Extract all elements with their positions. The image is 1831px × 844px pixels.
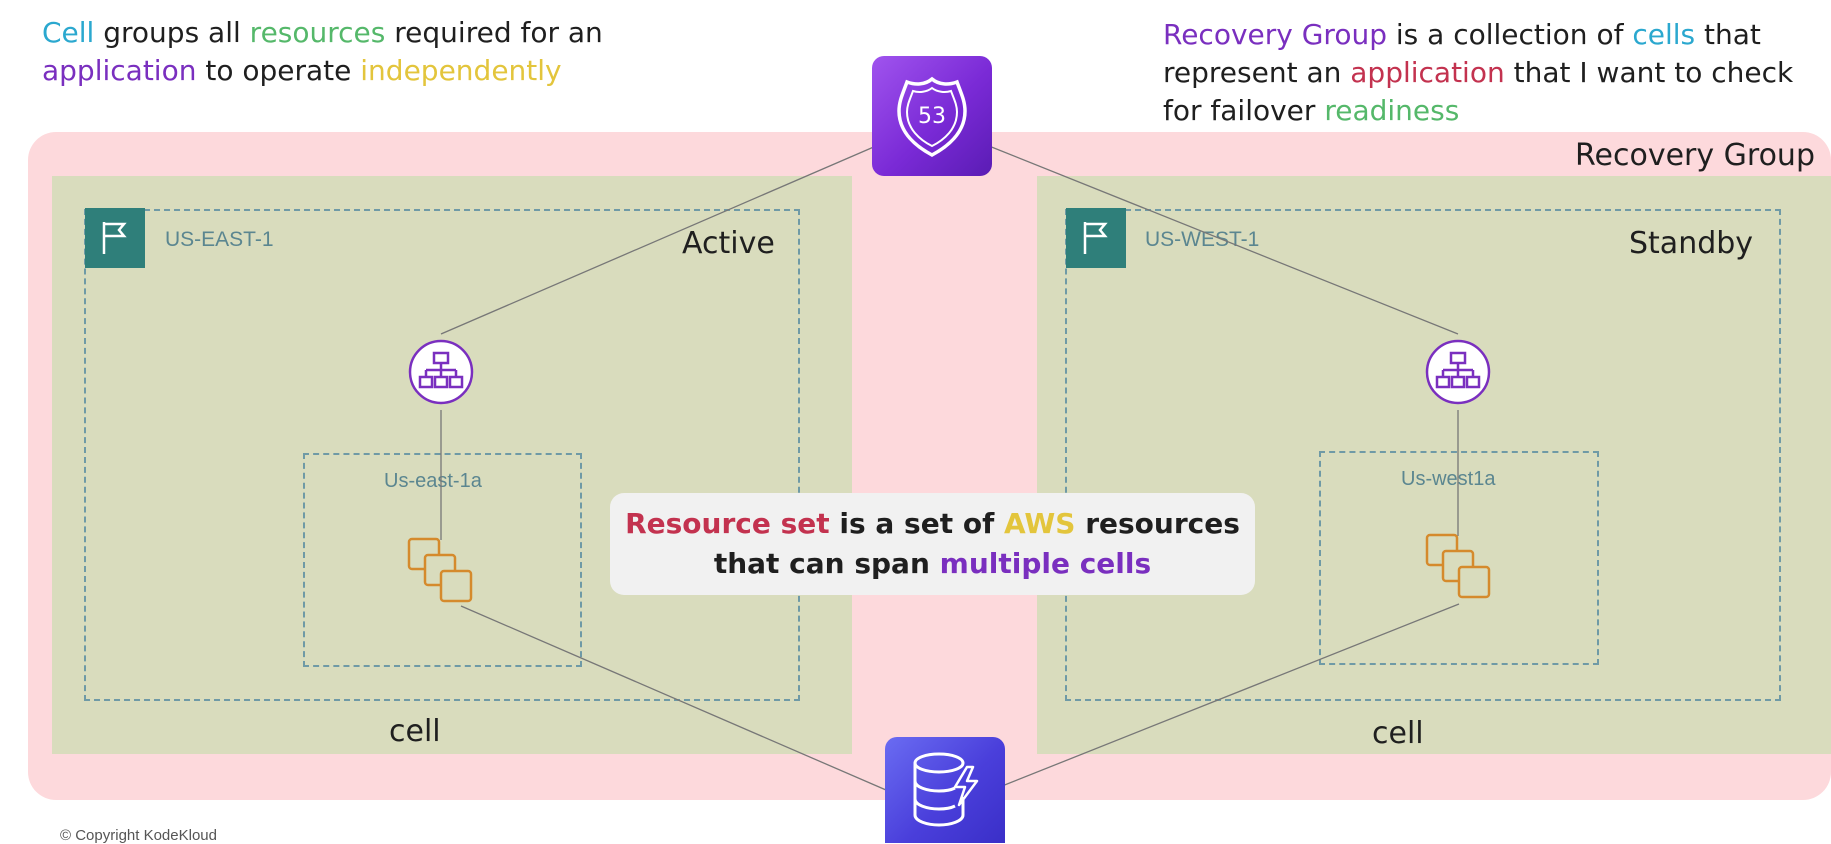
load-balancer-icon [408,339,474,405]
recovery-group-label: Recovery Group [1575,138,1815,173]
right-region-box [1065,209,1781,701]
load-balancer-icon [1425,339,1491,405]
resource-set-callout: Resource set is a set of AWS resources t… [610,493,1255,595]
region-flag-icon [85,208,145,268]
right-cell-status: Standby [1629,226,1754,261]
resources-icon [1424,532,1496,604]
copyright-text: © Copyright KodeKloud [60,827,217,844]
left-az-box [303,453,582,667]
dynamodb-icon [885,737,1005,843]
left-cell-status: Active [682,226,775,261]
left-az-name: Us-east-1a [384,470,482,492]
right-az-name: Us-west1a [1401,468,1496,490]
left-cell [52,176,852,754]
left-region-box [84,209,800,701]
right-cell-label: cell [1372,716,1424,751]
right-cell [1037,176,1831,754]
left-cell-label: cell [389,714,441,749]
right-az-box [1319,451,1599,665]
right-region-name: US-WEST-1 [1145,228,1260,251]
region-flag-icon [1066,208,1126,268]
route53-icon: 53 [872,56,992,176]
route53-label: 53 [918,104,946,129]
recovery-group-caption: Recovery Group is a collection of cells … [1163,18,1794,127]
cell-caption: Cell groups all resources required for a… [42,16,603,87]
resources-icon [406,536,478,608]
left-region-name: US-EAST-1 [165,228,274,251]
